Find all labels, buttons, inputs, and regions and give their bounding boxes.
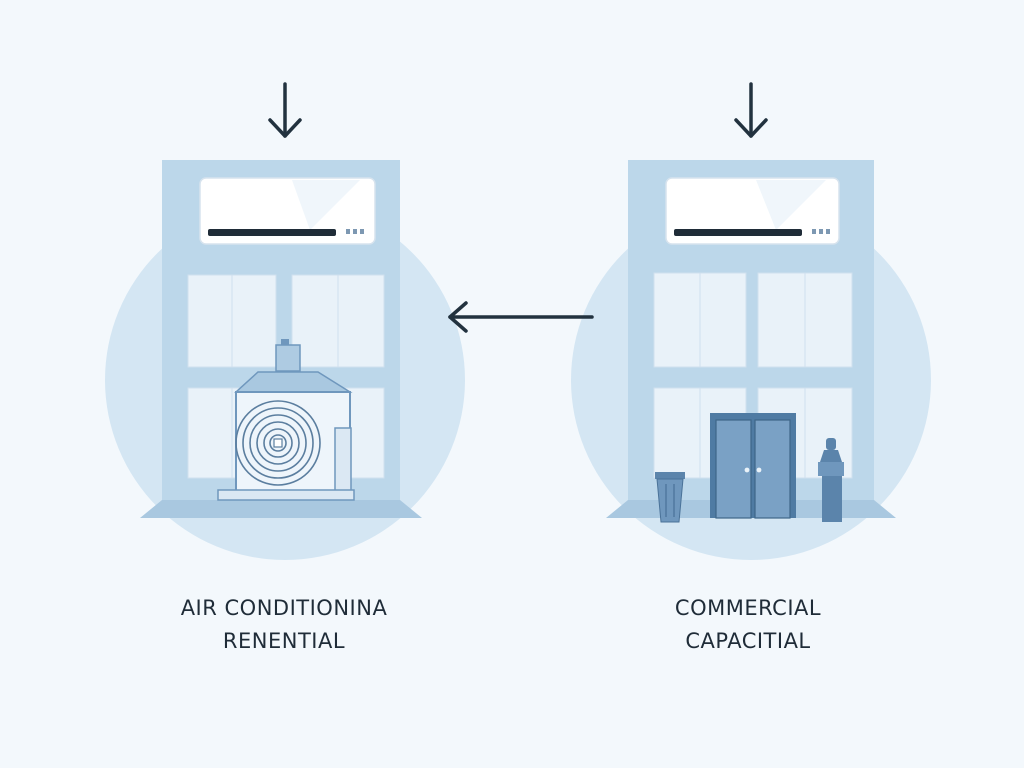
commercial-caption: COMMERCIAL CAPACITIAL [548, 592, 948, 658]
wall-mounted-ac-icon [199, 177, 376, 245]
residential-caption-line1: AIR CONDITIONINA [180, 596, 388, 620]
fire-hydrant-icon [818, 438, 844, 522]
outdoor-condenser-icon [217, 339, 355, 501]
commercial-caption-line2: CAPACITIAL [685, 629, 811, 653]
residential-caption-line2: RENENTIAL [222, 629, 346, 653]
residential-caption: AIR CONDITIONINA RENENTIAL [84, 592, 484, 658]
wall-mounted-ac-icon [665, 177, 840, 245]
commercial-panel [571, 82, 931, 560]
arrow-left-icon [448, 301, 594, 333]
arrow-down-icon [734, 82, 768, 138]
commercial-caption-line1: COMMERCIAL [674, 596, 822, 620]
trash-bin-icon [655, 472, 685, 523]
residential-panel [105, 82, 465, 560]
arrow-down-icon [268, 82, 302, 138]
double-door-icon [710, 413, 796, 519]
